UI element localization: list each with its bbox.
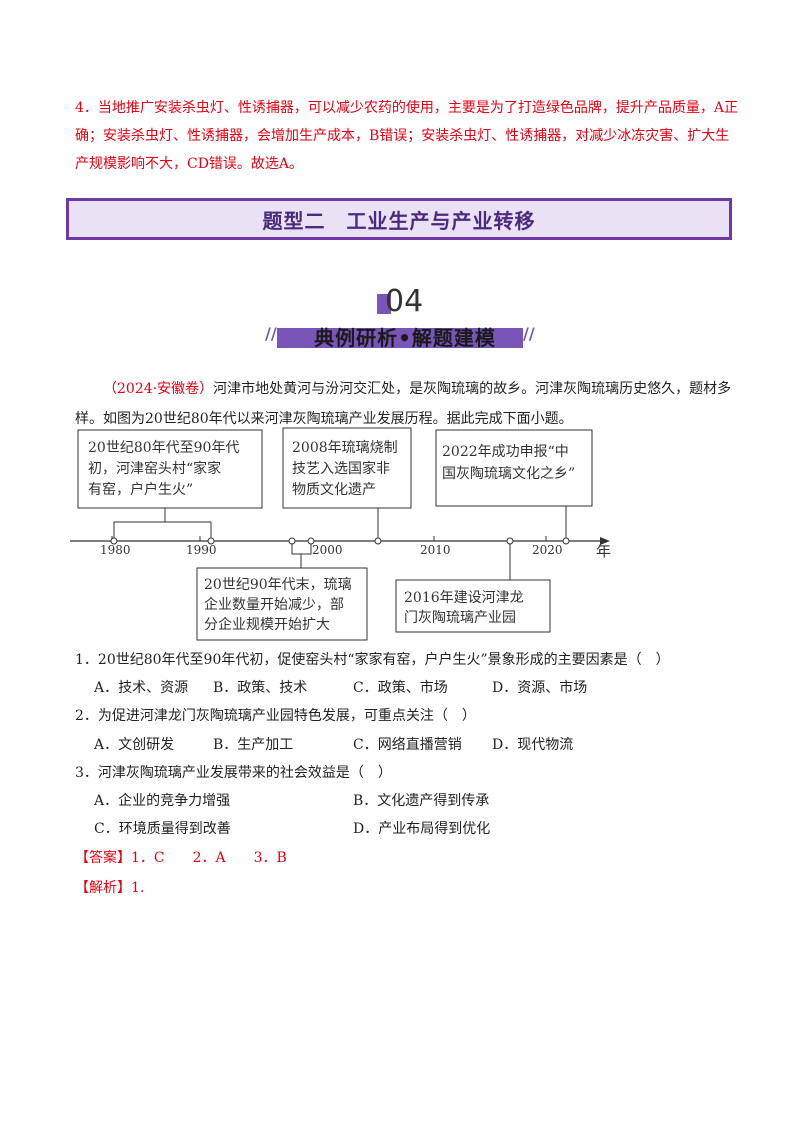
event-text: 分企业规模开始扩大 bbox=[204, 616, 330, 633]
event-text: 门灰陶琉璃产业园 bbox=[404, 609, 516, 626]
question-1-option-b[interactable]: B．政策、技术 bbox=[213, 680, 308, 696]
question-2-stem: 2．为促进河津龙门灰陶琉璃产业园特色发展，可重点关注（ ） bbox=[75, 708, 476, 724]
intro-text: 河津市地处黄河与汾河交汇处，是灰陶琉璃的故乡。河津灰陶琉璃历史悠久，题材多样。如… bbox=[75, 381, 732, 427]
tick-labels: 1980 1990 2000 2010 2020 bbox=[100, 536, 563, 557]
analysis-label: 【解析】 bbox=[75, 880, 131, 896]
section-title: 题型二 工业生产与产业转移 bbox=[262, 208, 536, 233]
timeline-marker bbox=[207, 537, 215, 545]
event-text: 2022年成功申报“中 bbox=[442, 444, 569, 460]
question-3-option-c[interactable]: C．环境质量得到改善 bbox=[94, 821, 231, 837]
answer-line: 【答案】1．C 2．A 3．B bbox=[75, 847, 287, 867]
event-text: 企业数量开始减少，部 bbox=[204, 596, 344, 613]
event-text: 初，河津窑头村“家家 bbox=[88, 460, 221, 477]
timeline-marker bbox=[506, 537, 514, 545]
question-1-stem: 1．20世纪80年代至90年代初，促使窑头村“家家有窑，户户生火”景象形成的主要… bbox=[75, 652, 670, 668]
event-text: 20世纪80年代至90年代 bbox=[88, 440, 239, 456]
answer-text: 1．C 2．A 3．B bbox=[131, 850, 287, 866]
answer-label: 【答案】 bbox=[75, 850, 131, 866]
tick-label: 1980 bbox=[100, 543, 131, 557]
question-2-option-c[interactable]: C．网络直播营销 bbox=[353, 737, 462, 753]
event-box-1980s bbox=[77, 429, 263, 509]
timeline-arrow bbox=[600, 537, 610, 545]
question-1-option-a[interactable]: A．技术、资源 bbox=[94, 680, 189, 696]
question-3-stem: 3．河津灰陶琉璃产业发展带来的社会效益是（ ） bbox=[75, 765, 392, 781]
badge-number: 04 bbox=[385, 284, 424, 319]
event-text: 有窑，户户生火” bbox=[88, 481, 193, 498]
event-box-2008 bbox=[282, 427, 412, 509]
question-intro: （2024·安徽卷）河津市地处黄河与汾河交汇处，是灰陶琉璃的故乡。河津灰陶琉璃历… bbox=[75, 374, 735, 434]
axis-unit: 年 bbox=[596, 542, 611, 560]
question-source: （2024·安徽卷） bbox=[103, 381, 214, 397]
event-text: 国灰陶琉璃文化之乡” bbox=[442, 465, 575, 482]
timeline-marker bbox=[562, 537, 570, 545]
event-text: 20世纪90年代末，琉璃 bbox=[204, 576, 352, 593]
slash-decoration-left: // bbox=[265, 324, 277, 343]
example-badge: 04 // // 典例研析•解题建模 bbox=[265, 284, 535, 356]
event-box-2016 bbox=[395, 579, 551, 633]
previous-answer-text: 4．当地推广安装杀虫灯、性诱捕器，可以减少农药的使用，主要是为了打造绿色品牌，提… bbox=[75, 100, 739, 172]
event-text: 2008年琉璃烧制 bbox=[292, 439, 398, 456]
analysis-text: 1. bbox=[131, 880, 145, 896]
question-2-option-b[interactable]: B．生产加工 bbox=[213, 737, 294, 753]
badge-band bbox=[277, 328, 523, 348]
analysis-line: 【解析】1. bbox=[75, 877, 144, 897]
question-2-option-d[interactable]: D．现代物流 bbox=[492, 737, 574, 753]
timeline-figure: 年 1980 1990 2000 2010 2020 20世纪80年代至90年代… bbox=[70, 427, 611, 641]
timeline-marker bbox=[110, 537, 118, 545]
question-1-option-d[interactable]: D．资源、市场 bbox=[492, 680, 588, 696]
connector bbox=[113, 508, 166, 538]
badge-accent bbox=[377, 294, 391, 314]
question-3-option-b[interactable]: B．文化遗产得到传承 bbox=[353, 793, 490, 809]
event-text: 技艺入选国家非 bbox=[292, 460, 390, 477]
section-banner: 题型二 工业生产与产业转移 bbox=[66, 198, 732, 240]
event-text: 2016年建设河津龙 bbox=[404, 590, 524, 606]
tick-label: 1990 bbox=[186, 543, 217, 557]
question-2-option-a[interactable]: A．文创研发 bbox=[94, 737, 175, 753]
tick-label: 2010 bbox=[420, 543, 451, 557]
event-box-2022 bbox=[435, 429, 593, 507]
question-3-option-a[interactable]: A．企业的竞争力增强 bbox=[94, 793, 231, 809]
slash-decoration-right: // bbox=[523, 324, 535, 343]
tick-label: 2020 bbox=[532, 543, 563, 557]
question-3-option-d[interactable]: D．产业布局得到优化 bbox=[353, 821, 491, 837]
timeline-marker bbox=[307, 537, 315, 545]
timeline-marker bbox=[288, 537, 296, 545]
question-1-option-c[interactable]: C．政策、市场 bbox=[353, 680, 448, 696]
event-box-1990s bbox=[196, 567, 368, 641]
timeline-marker bbox=[374, 537, 382, 545]
tick-label: 2000 bbox=[312, 543, 343, 557]
badge-title: 典例研析•解题建模 bbox=[314, 326, 496, 350]
connector bbox=[291, 544, 312, 555]
event-text: 物质文化遗产 bbox=[292, 482, 376, 498]
